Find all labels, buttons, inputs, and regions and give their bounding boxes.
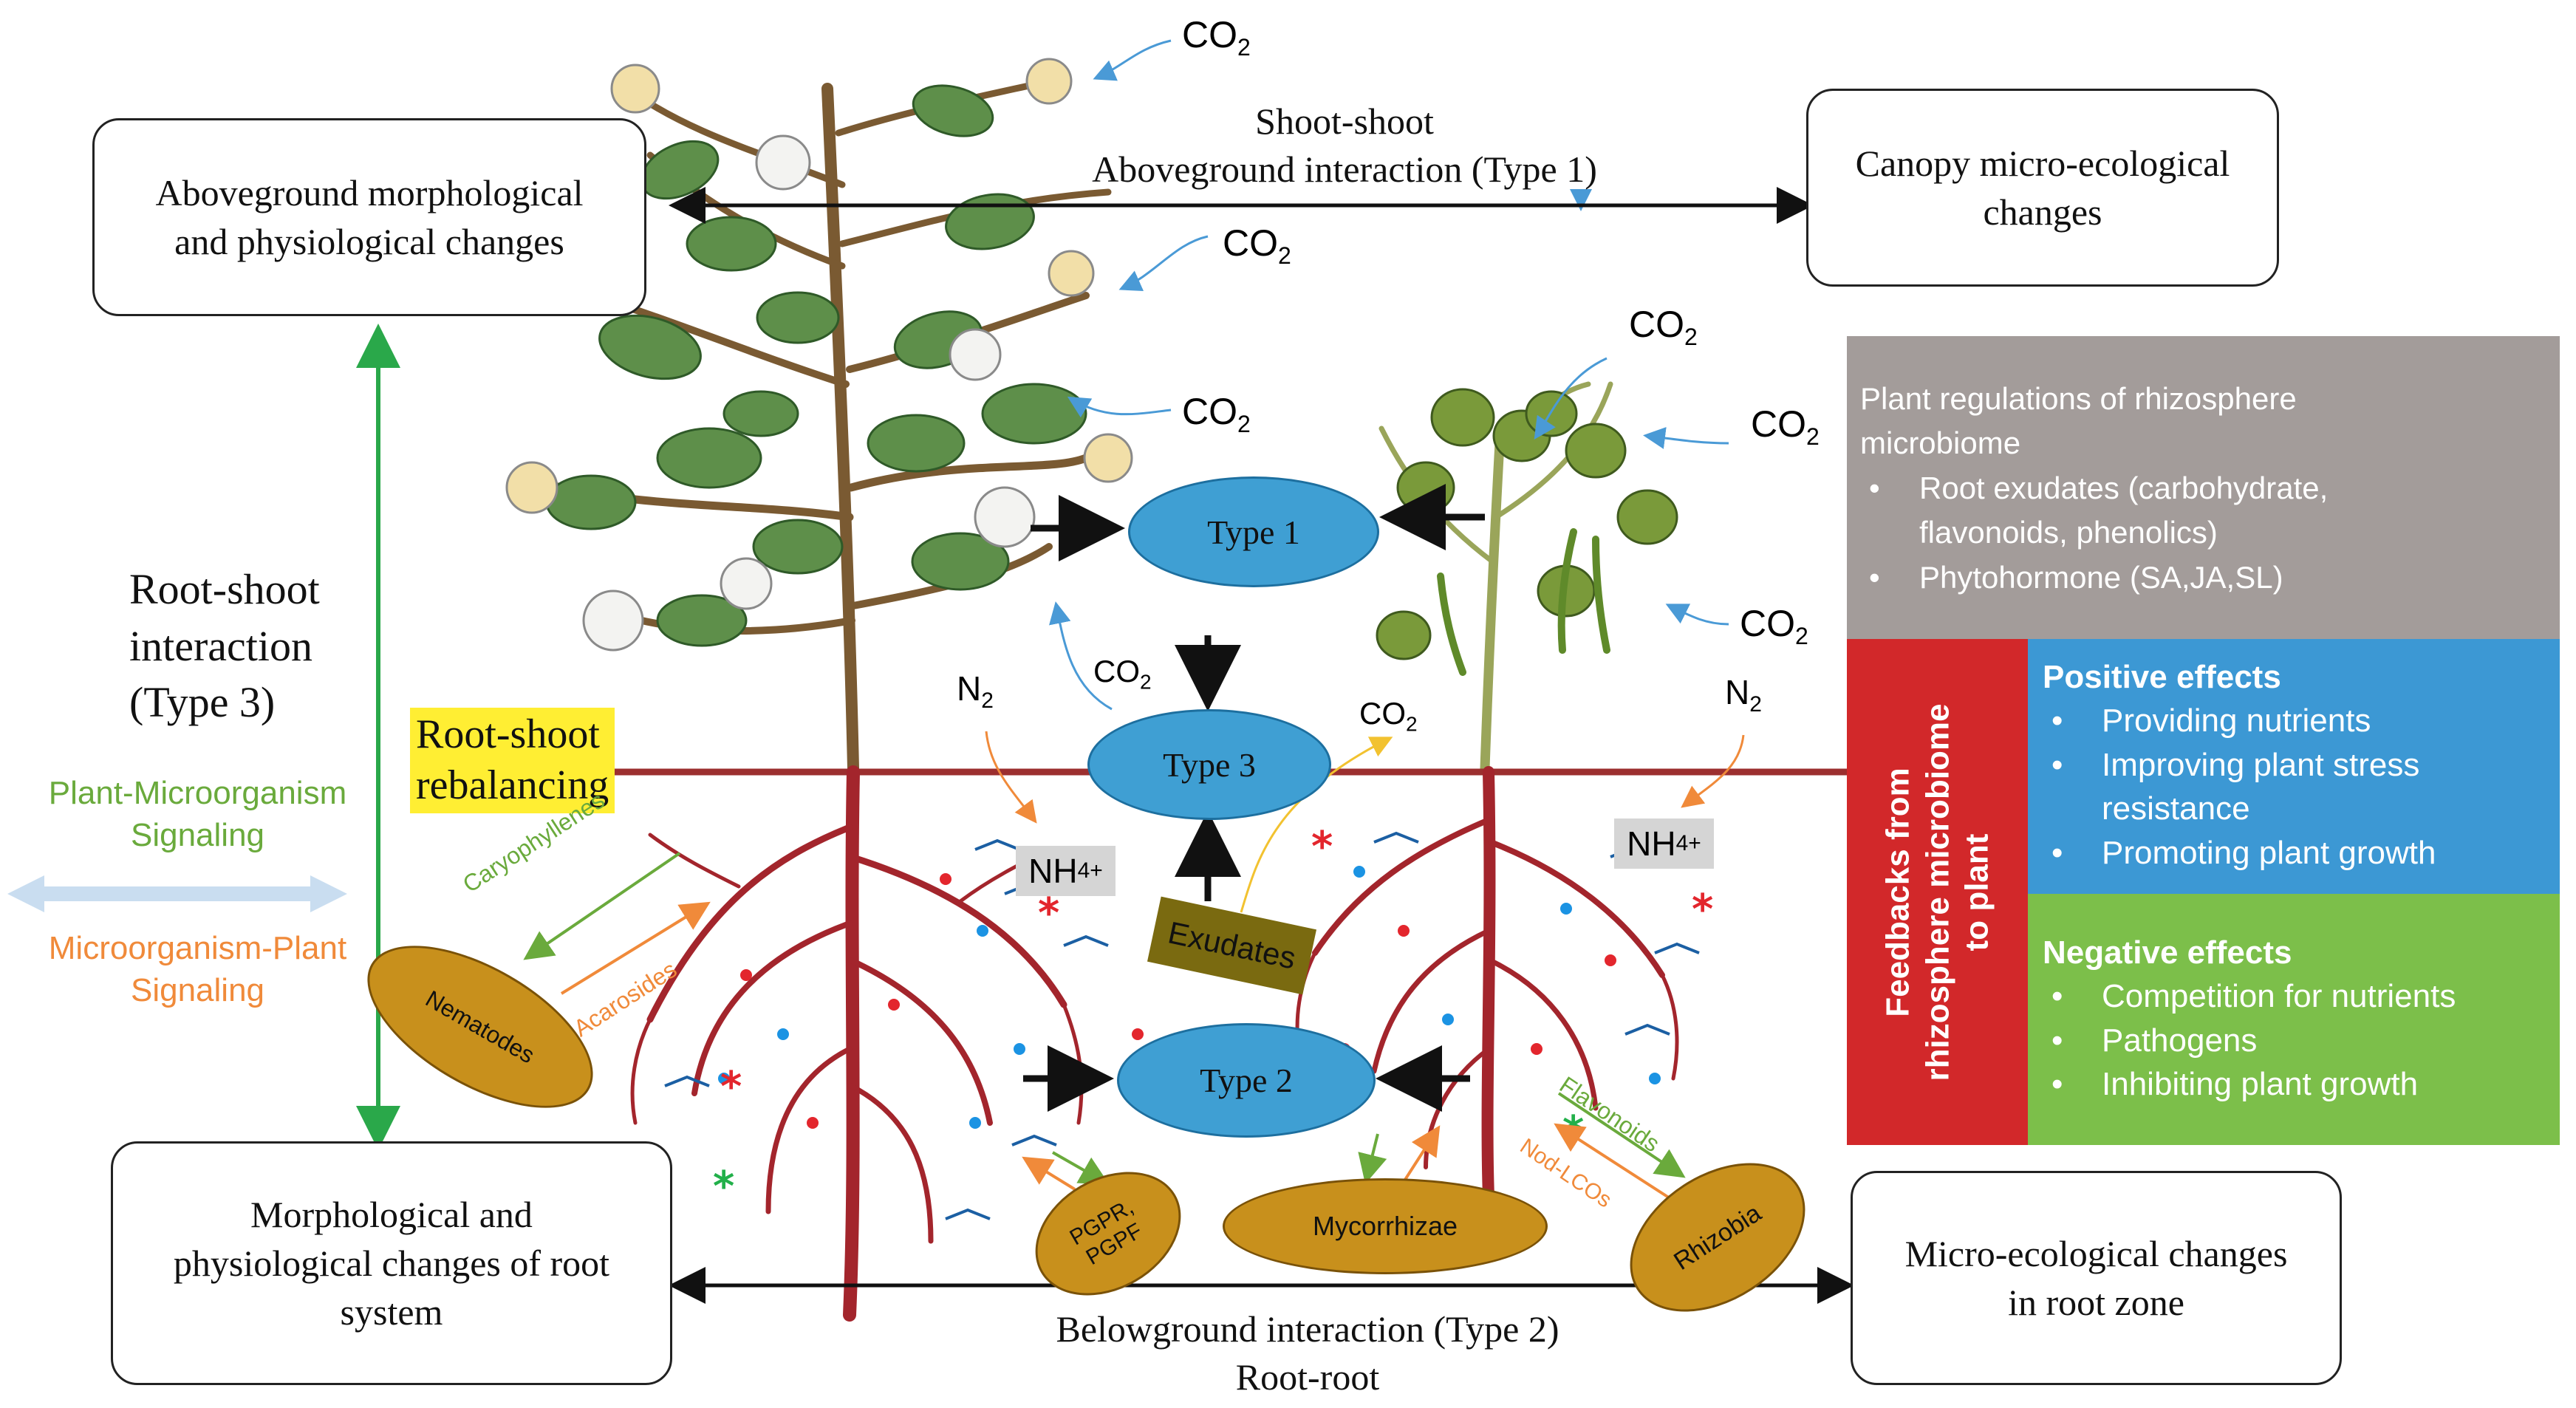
negative-effect-item: Inhibiting plant growth bbox=[2043, 1062, 2545, 1107]
svg-text:*: * bbox=[1311, 823, 1333, 871]
negative-effects-title: Negative effects bbox=[2043, 934, 2292, 971]
root-system-changes-box: Morphological and physiological changes … bbox=[111, 1141, 672, 1385]
co2-label-bean-top: CO2 bbox=[1629, 304, 1698, 350]
caryophyllenes-arrow bbox=[523, 852, 681, 960]
n2-label-left: N2 bbox=[957, 669, 994, 714]
pathogen-stars: * * * * * * bbox=[713, 823, 1713, 1211]
aboveground-changes-box: Aboveground morphological and physiologi… bbox=[92, 118, 646, 316]
root-zone-changes-box: Micro-ecological changes in root zone bbox=[1851, 1171, 2342, 1385]
co2-label-bean-right: CO2 bbox=[1751, 403, 1820, 450]
negative-effect-item: Competition for nutrients bbox=[2043, 974, 2545, 1019]
bean-leaves bbox=[1376, 388, 1678, 660]
feedback-title: Feedbacks from rhizosphere microbiome to… bbox=[1879, 703, 1995, 1081]
bean-pods bbox=[1437, 528, 1610, 676]
svg-text:*: * bbox=[1038, 889, 1059, 937]
type1-node: Type 1 bbox=[1128, 476, 1379, 587]
co2-label-upper: CO2 bbox=[1223, 222, 1291, 269]
signaling-double-arrow bbox=[7, 875, 347, 912]
aboveground-interaction-label: Aboveground interaction (Type 1) bbox=[1092, 148, 1597, 190]
regulation-item: Phytohormone (SA,JA,SL) bbox=[1860, 556, 2530, 601]
flavonoids-arrow bbox=[1557, 1092, 1686, 1178]
root-to-pgpr-arrow bbox=[1052, 1151, 1110, 1185]
microorganism-plant-signaling-label: Microorganism-Plant Signaling bbox=[48, 930, 347, 1009]
positive-effect-item: Promoting plant growth bbox=[2043, 831, 2545, 875]
exudates-arrow bbox=[1240, 737, 1393, 913]
root-root-label: Root-root bbox=[1235, 1356, 1380, 1398]
belowground-interaction-label: Belowground interaction (Type 2) bbox=[1056, 1308, 1559, 1350]
type2-node: Type 2 bbox=[1117, 1023, 1376, 1138]
svg-text:*: * bbox=[720, 1063, 742, 1111]
svg-text:*: * bbox=[1692, 886, 1713, 934]
co2-label-top: CO2 bbox=[1182, 14, 1251, 61]
mycorrhizae-to-root-arrow bbox=[1402, 1125, 1441, 1183]
co2-label-exudates: CO2 bbox=[1359, 696, 1418, 736]
n2-label-right: N2 bbox=[1725, 673, 1762, 717]
root-shoot-rebalancing-label: Root-shoot rebalancing bbox=[410, 708, 615, 813]
co2-label-middle: CO2 bbox=[1182, 391, 1251, 437]
type3-node: Type 3 bbox=[1087, 709, 1331, 820]
regulation-item: Root exudates (carbohydrate, flavonoids,… bbox=[1860, 466, 2530, 556]
co2-label-cotton-lower: CO2 bbox=[1093, 654, 1152, 694]
canopy-changes-box: Canopy micro-ecological changes bbox=[1806, 89, 2279, 287]
feedback-panel: Feedbacks from rhizosphere microbiome to… bbox=[1847, 639, 2028, 1145]
shoot-shoot-label: Shoot-shoot bbox=[1255, 100, 1434, 142]
regulation-panel: Plant regulations of rhizosphere microbi… bbox=[1847, 336, 2560, 639]
acarosides-arrow bbox=[560, 901, 711, 995]
negative-effects-panel: Negative effects Competition for nutrien… bbox=[2028, 894, 2560, 1145]
positive-effects-panel: Positive effects Providing nutrients Imp… bbox=[2028, 639, 2560, 894]
plant-microorganism-signaling-label: Plant-Microorganism Signaling bbox=[48, 775, 347, 854]
nod-lcos-arrow bbox=[1554, 1123, 1675, 1202]
root-to-mycorrhizae-arrow bbox=[1358, 1133, 1387, 1184]
regulation-title: Plant regulations of rhizosphere microbi… bbox=[1860, 381, 2297, 461]
positive-effects-title: Positive effects bbox=[2043, 659, 2281, 695]
negative-effect-item: Pathogens bbox=[2043, 1019, 2545, 1063]
root-shoot-interaction-label: Root-shoot interaction (Type 3) bbox=[129, 565, 320, 727]
mycorrhizae-ellipse: Mycorrhizae bbox=[1223, 1178, 1548, 1274]
positive-effect-item: Improving plant stress resistance bbox=[2043, 743, 2545, 831]
positive-effect-item: Providing nutrients bbox=[2043, 699, 2545, 743]
n2-arrows bbox=[985, 731, 1745, 824]
co2-arrows bbox=[1048, 39, 1729, 711]
co2-label-bean-lower: CO2 bbox=[1740, 603, 1808, 649]
pgpr-to-root-arrow bbox=[1022, 1156, 1076, 1191]
svg-text:*: * bbox=[713, 1163, 734, 1211]
